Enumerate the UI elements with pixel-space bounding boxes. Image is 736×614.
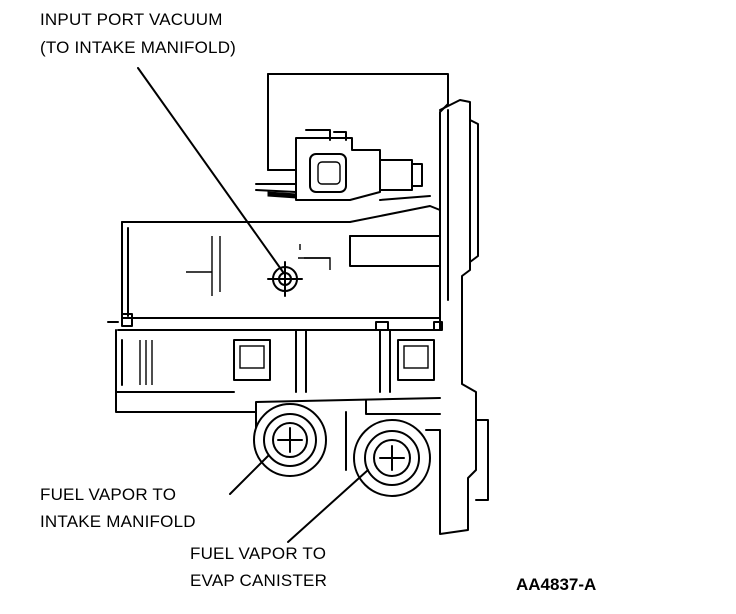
callout-input-port-line1: INPUT PORT VACUUM: [40, 10, 223, 29]
callout-input-port-line2: (TO INTAKE MANIFOLD): [40, 38, 236, 57]
callout-fuel-evap-line2: EVAP CANISTER: [190, 571, 327, 590]
leader-input-port: [137, 67, 284, 273]
leader-evap: [287, 469, 369, 543]
vacuum-input-port: [267, 257, 331, 297]
leader-lines: [137, 67, 369, 543]
leader-intake: [229, 455, 269, 495]
electrical-connector: [255, 129, 431, 201]
fuel-vapor-port-evap: [345, 411, 441, 501]
callout-fuel-intake-line2: INTAKE MANIFOLD: [40, 512, 196, 531]
callout-fuel-intake-line1: FUEL VAPOR TO: [40, 485, 176, 504]
fuel-vapor-port-intake: [253, 403, 327, 477]
callout-fuel-evap-line1: FUEL VAPOR TO: [190, 544, 326, 563]
reference-code: AA4837-A: [516, 575, 596, 594]
